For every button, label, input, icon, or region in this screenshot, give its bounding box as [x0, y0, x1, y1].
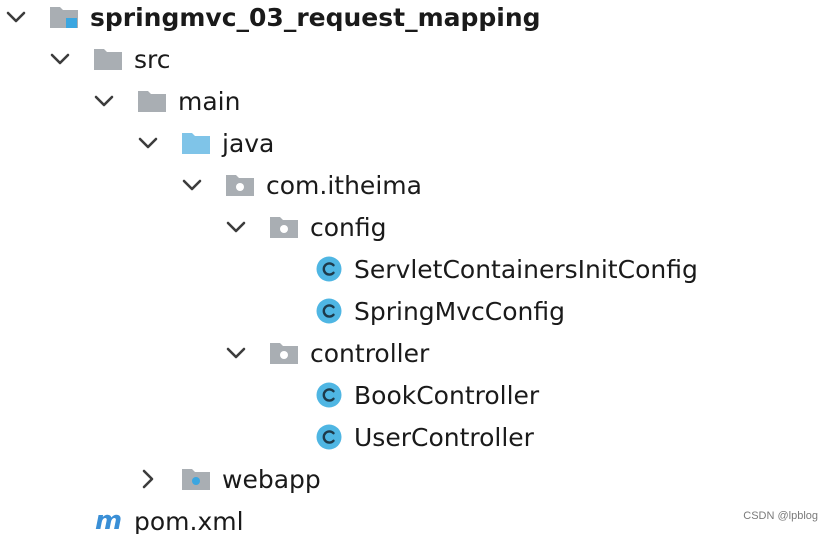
tree-item-pom-xml[interactable]: m pom.xml [48, 500, 244, 534]
tree-item-label: java [222, 128, 275, 158]
source-root-folder-icon [180, 130, 214, 156]
chevron-down-icon[interactable] [48, 47, 72, 71]
watermark: CSDN @lpblog [743, 510, 818, 522]
chevron-right-icon[interactable] [136, 467, 160, 491]
class-icon [312, 382, 346, 408]
tree-item-label: pom.xml [134, 506, 244, 534]
tree-item-config[interactable]: config [224, 206, 387, 248]
tree-item-com-itheima[interactable]: com.itheima [180, 164, 422, 206]
chevron-down-icon[interactable] [180, 173, 204, 197]
tree-item-label: ServletContainersInitConfig [354, 254, 698, 284]
chevron-down-icon[interactable] [4, 5, 28, 29]
tree-item-label: BookController [354, 380, 540, 410]
package-icon [268, 340, 302, 366]
chevron-down-icon[interactable] [136, 131, 160, 155]
chevron-down-icon[interactable] [224, 215, 248, 239]
class-icon [312, 256, 346, 282]
folder-icon [136, 88, 170, 114]
package-icon [268, 214, 302, 240]
tree-item-servletcontainersinitconfig[interactable]: ServletContainersInitConfig [268, 248, 698, 290]
tree-item-java[interactable]: java [136, 122, 274, 164]
tree-item-webapp[interactable]: webapp [136, 458, 321, 500]
tree-item-label: controller [310, 338, 430, 368]
svg-text:m: m [95, 508, 122, 534]
tree-item-bookcontroller[interactable]: BookController [268, 374, 539, 416]
tree-item-springmvc-03-request-mapping[interactable]: springmvc_03_request_mapping [4, 0, 541, 38]
maven-icon: m [92, 508, 126, 534]
tree-item-label: webapp [222, 464, 321, 494]
tree-item-label: main [178, 86, 241, 116]
chevron-down-icon[interactable] [224, 341, 248, 365]
tree-item-controller[interactable]: controller [224, 332, 429, 374]
class-icon [312, 298, 346, 324]
module-folder-icon [48, 4, 82, 30]
tree-item-main[interactable]: main [92, 80, 240, 122]
tree-item-label: UserController [354, 422, 534, 452]
class-icon [312, 424, 346, 450]
tree-item-label: com.itheima [266, 170, 422, 200]
tree-item-springmvcconfig[interactable]: SpringMvcConfig [268, 290, 565, 332]
folder-icon [92, 46, 126, 72]
package-icon [224, 172, 258, 198]
tree-item-label: SpringMvcConfig [354, 296, 565, 326]
tree-item-label: config [310, 212, 387, 242]
tree-item-label: src [134, 44, 171, 74]
chevron-down-icon[interactable] [92, 89, 116, 113]
tree-item-usercontroller[interactable]: UserController [268, 416, 534, 458]
tree-item-src[interactable]: src [48, 38, 171, 80]
tree-item-label: springmvc_03_request_mapping [90, 2, 541, 32]
web-folder-icon [180, 466, 214, 492]
